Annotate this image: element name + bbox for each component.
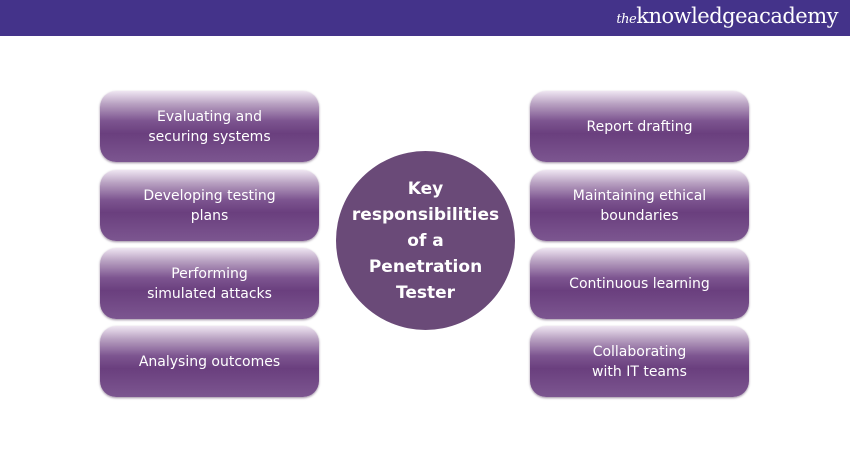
responsibility-collaborating: Collaborating with IT teams <box>530 326 749 397</box>
item-label: Analysing outcomes <box>138 353 281 370</box>
responsibility-report: Report drafting <box>530 91 749 162</box>
responsibility-developing-plans: Developing testing plans <box>100 170 319 241</box>
center-title: Key responsibilities of a Penetration Te… <box>351 178 500 303</box>
responsibility-evaluating: Evaluating and securing systems <box>100 91 319 162</box>
logo-main: knowledgeacademy <box>636 4 838 28</box>
logo-prefix: the <box>616 12 637 27</box>
item-label: Evaluating and securing systems <box>148 108 271 145</box>
item-label: Performing simulated attacks <box>147 265 272 302</box>
center-circle: Key responsibilities of a Penetration Te… <box>336 151 515 330</box>
item-label: Maintaining ethical boundaries <box>572 187 707 224</box>
responsibility-learning: Continuous learning <box>530 248 749 319</box>
item-label: Collaborating with IT teams <box>592 343 687 380</box>
responsibility-simulated-attacks: Performing simulated attacks <box>100 248 319 319</box>
item-label: Continuous learning <box>569 275 710 292</box>
item-label: Developing testing plans <box>143 187 276 224</box>
responsibility-ethics: Maintaining ethical boundaries <box>530 170 749 241</box>
brand-logo: theknowledgeacademy <box>616 4 838 28</box>
responsibility-analysing: Analysing outcomes <box>100 326 319 397</box>
item-label: Report drafting <box>586 118 693 135</box>
header-bar: theknowledgeacademy <box>0 0 850 36</box>
